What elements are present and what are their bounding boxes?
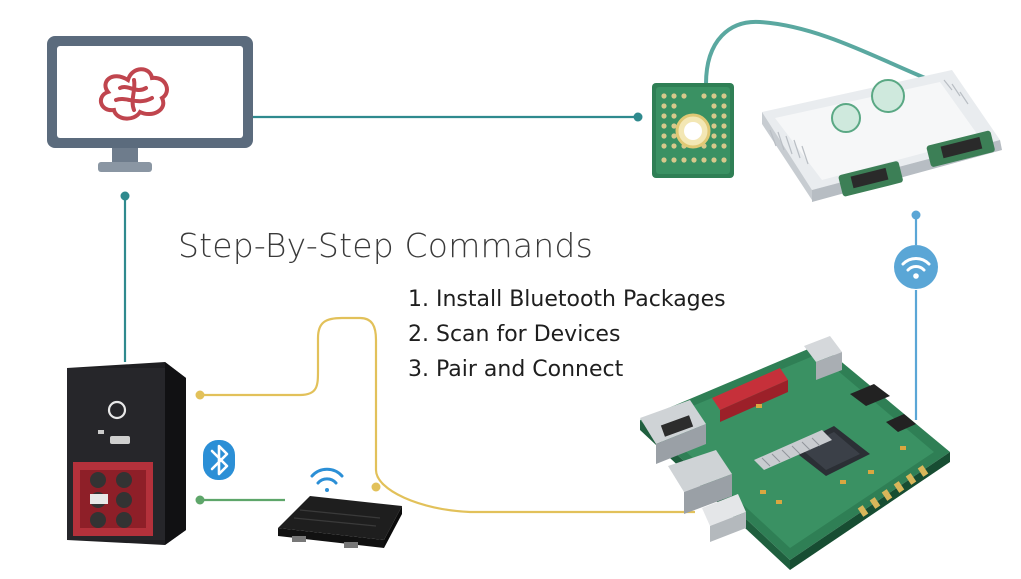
storage-vents (769, 79, 969, 165)
router-icon (278, 467, 402, 548)
diagram-title: Step-By-Step Commands (178, 226, 593, 265)
step-item-2: 2. Scan for Devices (408, 322, 621, 347)
sensor-board-icon (652, 83, 734, 178)
monitor-icon (47, 36, 253, 172)
sensor-cable (704, 19, 931, 85)
sensor-pin-grid (661, 93, 727, 163)
bluetooth-icon (203, 440, 235, 480)
connector-lines (120, 19, 931, 514)
wifi-icon (894, 245, 938, 289)
circuit-board-icon (640, 336, 950, 570)
tower-board-yellow-link (200, 316, 695, 514)
step-item-1: 1. Install Bluetooth Packages (408, 287, 726, 312)
storage-module-icon (762, 70, 1002, 202)
server-tower-icon (67, 362, 186, 545)
step-item-3: 3. Pair and Connect (408, 357, 624, 382)
brain-logo-icon (98, 67, 169, 121)
wifi-icon (310, 467, 344, 492)
